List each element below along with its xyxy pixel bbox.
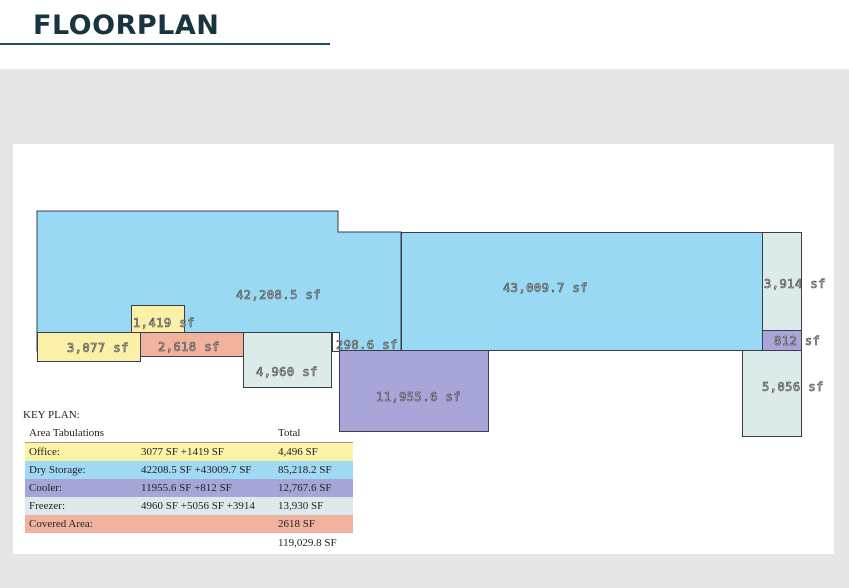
- row-total: 4,496 SF: [278, 446, 318, 458]
- title-underline: [0, 43, 330, 45]
- row-name: Covered Area:: [29, 518, 93, 530]
- label-office-small: 1,419 sf: [133, 316, 195, 331]
- row-total: 12,767.6 SF: [278, 482, 332, 494]
- row-name: Freezer:: [29, 500, 66, 512]
- label-freezer-top: 3,914 sf: [764, 277, 826, 292]
- row-detail: 4960 SF +5056 SF +3914: [141, 500, 255, 512]
- key-row-cooler: Cooler: 11955.6 SF +812 SF 12,767.6 SF: [25, 479, 353, 497]
- cooler-main-room: [339, 350, 489, 432]
- office-main-room: [37, 332, 141, 362]
- page-title: FLOORPLAN: [33, 10, 220, 41]
- row-detail: 42208.5 SF +43009.7 SF: [141, 464, 252, 476]
- header-total: Total: [278, 427, 301, 439]
- row-name: Office:: [29, 446, 60, 458]
- label-freezer-right: 5,056 sf: [762, 380, 824, 395]
- label-dry-storage-right: 43,009.7 sf: [503, 281, 588, 296]
- row-name: Dry Storage:: [29, 464, 86, 476]
- label-covered-area: 2,618 sf: [158, 340, 220, 355]
- label-office-main: 3,077 sf: [67, 341, 129, 356]
- key-row-freezer: Freezer: 4960 SF +5056 SF +3914 13,930 S…: [25, 497, 353, 515]
- key-plan-title: KEY PLAN:: [23, 409, 80, 421]
- grand-total: 119,029.8 SF: [278, 537, 337, 549]
- label-cooler-main: 11,955.6 sf: [376, 390, 461, 405]
- label-freezer-mid: 4,960 sf: [256, 365, 318, 380]
- row-detail: 11955.6 SF +812 SF: [141, 482, 232, 494]
- office-small-room: [131, 305, 185, 333]
- label-partial-room: 298.6 sf: [336, 338, 398, 353]
- key-row-covered-area: Covered Area: 2618 SF: [25, 515, 353, 533]
- row-total: 85,218.2 SF: [278, 464, 332, 476]
- label-dry-storage-left: 42,208.5 sf: [236, 288, 321, 303]
- row-detail: 3077 SF +1419 SF: [141, 446, 224, 458]
- dry-storage-right-room: [401, 232, 763, 351]
- key-row-office: Office: 3077 SF +1419 SF 4,496 SF: [25, 443, 353, 461]
- label-cooler-small: 812 sf: [774, 334, 821, 349]
- key-row-grand-total: 119,029.8 SF: [25, 534, 353, 552]
- partial-room: [332, 332, 340, 352]
- row-name: Cooler:: [29, 482, 62, 494]
- header-area-tabulations: Area Tabulations: [29, 427, 105, 439]
- key-plan-header: Area Tabulations Total: [25, 424, 353, 443]
- freezer-right-room: [742, 350, 802, 437]
- key-row-dry-storage: Dry Storage: 42208.5 SF +43009.7 SF 85,2…: [25, 461, 353, 479]
- freezer-mid-room: [243, 332, 332, 388]
- row-total: 13,930 SF: [278, 500, 324, 512]
- row-total: 2618 SF: [278, 518, 315, 530]
